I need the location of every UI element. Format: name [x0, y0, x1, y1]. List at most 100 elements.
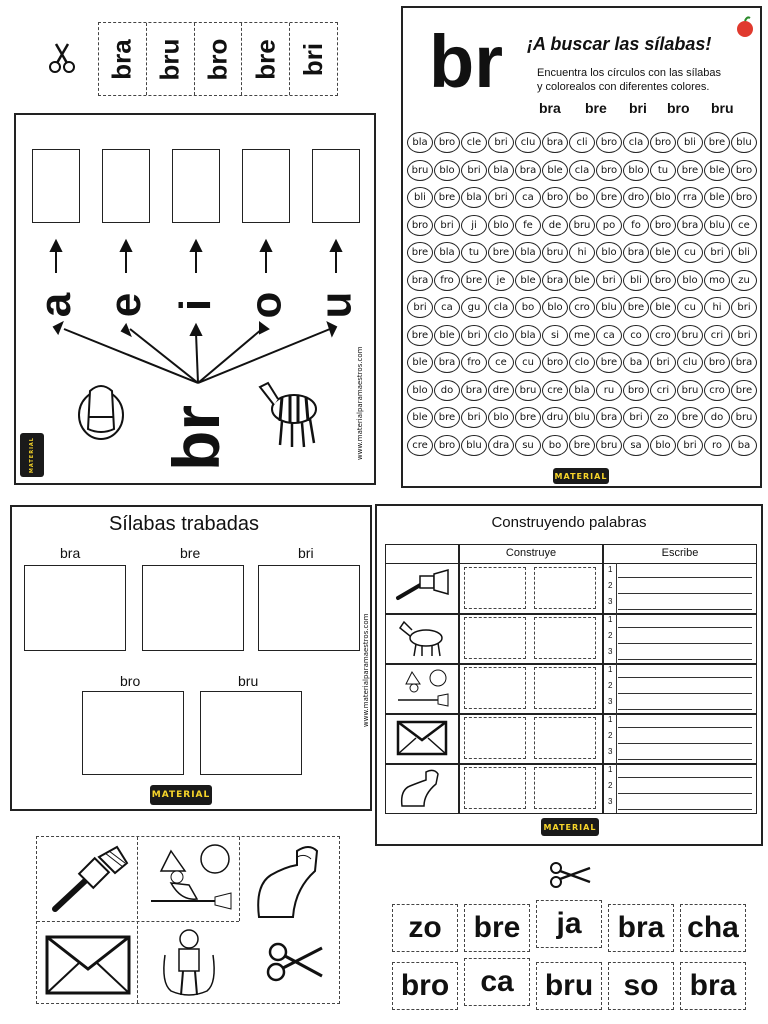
syllable-circle[interactable]: ble: [704, 159, 730, 181]
answer-box[interactable]: [312, 149, 360, 223]
syllable-circle[interactable]: bla: [515, 324, 541, 346]
syllable-circle[interactable]: de: [542, 214, 568, 236]
syllable-circle[interactable]: cle: [461, 132, 487, 153]
syllable-card[interactable]: ja: [536, 900, 602, 948]
syllable-circle[interactable]: dre: [488, 379, 514, 401]
write-line[interactable]: [618, 677, 752, 678]
syllable-card[interactable]: bru: [536, 962, 602, 1010]
syllable-circle[interactable]: ba: [623, 352, 649, 373]
syllable-circle[interactable]: bla: [461, 187, 487, 208]
answer-box[interactable]: [32, 149, 80, 223]
syllable-circle[interactable]: mo: [704, 269, 730, 291]
syllable-circle[interactable]: bri: [623, 407, 649, 428]
syllable-circle[interactable]: bla: [569, 379, 595, 401]
syllable-circle[interactable]: bre: [434, 187, 460, 208]
syllable-circle[interactable]: fro: [461, 352, 487, 373]
syllable-circle[interactable]: bra: [623, 242, 649, 263]
syllable-circle[interactable]: dro: [623, 187, 649, 208]
syllable-circle[interactable]: bra: [407, 269, 433, 291]
write-line[interactable]: [618, 759, 752, 760]
write-line[interactable]: [618, 727, 752, 728]
write-line[interactable]: [618, 693, 752, 694]
syllable-circle[interactable]: cro: [704, 379, 730, 401]
syllable-circle[interactable]: bre: [569, 434, 595, 456]
syllable-circle[interactable]: bro: [596, 132, 622, 153]
build-box[interactable]: [464, 617, 526, 659]
syllable-box[interactable]: [82, 691, 184, 775]
syllable-circle[interactable]: po: [596, 214, 622, 236]
syllable-circle[interactable]: cre: [407, 434, 433, 456]
syllable-card[interactable]: bra: [680, 962, 746, 1010]
syllable-circle[interactable]: bru: [542, 242, 568, 263]
write-line[interactable]: [618, 643, 752, 644]
syllable-circle[interactable]: bre: [677, 407, 703, 428]
syllable-circle[interactable]: dru: [542, 407, 568, 428]
syllable-card[interactable]: so: [608, 962, 674, 1010]
syllable-circle[interactable]: ca: [515, 187, 541, 208]
write-line[interactable]: [618, 793, 752, 794]
strip-syllable[interactable]: bra: [99, 23, 147, 95]
syllable-circle[interactable]: su: [515, 434, 541, 456]
write-line[interactable]: [618, 577, 752, 578]
syllable-circle[interactable]: bre: [461, 269, 487, 291]
syllable-circle[interactable]: fo: [623, 214, 649, 236]
syllable-circle[interactable]: bo: [542, 434, 568, 456]
syllable-box[interactable]: [200, 691, 302, 775]
syllable-circle[interactable]: cri: [704, 324, 730, 346]
syllable-circle[interactable]: bra: [434, 352, 460, 373]
syllable-circle[interactable]: cre: [542, 379, 568, 401]
write-line[interactable]: [618, 709, 752, 710]
syllable-card[interactable]: bre: [464, 904, 530, 952]
syllable-circle[interactable]: ji: [461, 214, 487, 236]
syllable-circle[interactable]: blu: [596, 297, 622, 318]
syllable-circle[interactable]: bla: [515, 242, 541, 263]
syllable-circle[interactable]: clu: [677, 352, 703, 373]
syllable-circle[interactable]: bo: [515, 297, 541, 318]
syllable-circle[interactable]: hi: [569, 242, 595, 263]
syllable-circle[interactable]: bra: [731, 352, 757, 373]
syllable-circle[interactable]: cla: [623, 132, 649, 153]
syllable-circle[interactable]: ca: [434, 297, 460, 318]
syllable-circle[interactable]: cu: [677, 242, 703, 263]
syllable-circle[interactable]: bri: [488, 187, 514, 208]
write-line[interactable]: [618, 593, 752, 594]
syllable-circle[interactable]: ble: [569, 269, 595, 291]
syllable-circle[interactable]: ble: [704, 187, 730, 208]
syllable-circle[interactable]: bru: [596, 434, 622, 456]
syllable-circle[interactable]: bro: [650, 214, 676, 236]
syllable-circle[interactable]: bru: [677, 324, 703, 346]
syllable-circle[interactable]: bri: [434, 214, 460, 236]
syllable-circle[interactable]: cro: [650, 324, 676, 346]
syllable-circle[interactable]: cu: [677, 297, 703, 318]
syllable-circle[interactable]: je: [488, 269, 514, 291]
syllable-circle[interactable]: bri: [650, 352, 676, 373]
syllable-card[interactable]: bra: [608, 904, 674, 952]
syllable-circle[interactable]: cli: [569, 132, 595, 153]
syllable-card[interactable]: ca: [464, 958, 530, 1006]
syllable-box[interactable]: [142, 565, 244, 651]
syllable-circle[interactable]: ro: [704, 434, 730, 456]
syllable-circle[interactable]: blo: [623, 159, 649, 181]
syllable-circle[interactable]: bre: [407, 324, 433, 346]
syllable-circle[interactable]: bro: [596, 159, 622, 181]
envelope-icon[interactable]: [43, 929, 133, 999]
syllable-circle[interactable]: bra: [677, 214, 703, 236]
syllable-circle[interactable]: blu: [569, 407, 595, 428]
syllable-circle[interactable]: bro: [650, 132, 676, 153]
build-box[interactable]: [534, 717, 596, 759]
syllable-circle[interactable]: bro: [623, 379, 649, 401]
syllable-circle[interactable]: blo: [488, 407, 514, 428]
strip-syllable[interactable]: bru: [147, 23, 195, 95]
syllable-circle[interactable]: bre: [515, 407, 541, 428]
syllable-circle[interactable]: fro: [434, 269, 460, 291]
syllable-circle[interactable]: bla: [434, 242, 460, 263]
syllable-circle[interactable]: bro: [434, 132, 460, 153]
syllable-circle[interactable]: blo: [488, 214, 514, 236]
syllable-circle[interactable]: bra: [461, 379, 487, 401]
syllable-circle[interactable]: bre: [407, 242, 433, 263]
syllable-circle[interactable]: cri: [650, 379, 676, 401]
syllable-card[interactable]: cha: [680, 904, 746, 952]
syllable-circle[interactable]: ble: [434, 324, 460, 346]
syllable-circle[interactable]: bri: [488, 132, 514, 153]
syllable-circle[interactable]: blu: [704, 214, 730, 236]
